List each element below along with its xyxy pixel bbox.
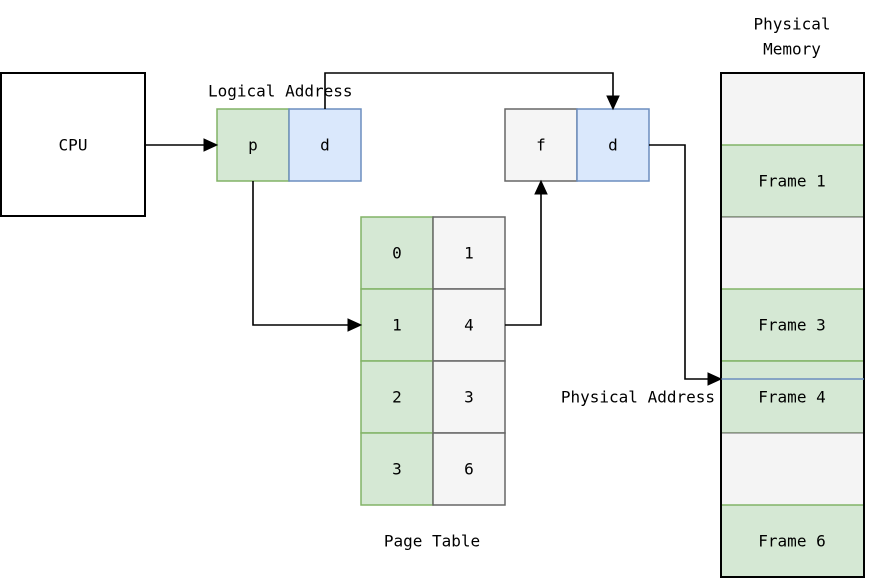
page-number-cell — [360, 360, 434, 434]
memory-slot-label: Frame 3 — [758, 316, 825, 335]
frame-number-cell — [432, 432, 506, 506]
memory-slot: Frame 6 — [720, 504, 865, 578]
logical-address-title: Logical Address — [208, 82, 353, 101]
page-table-row: 3 6 — [360, 432, 506, 506]
memory-slot-label: Frame 6 — [758, 532, 825, 551]
memory-slot — [720, 216, 865, 290]
arrow-cpu-to-logical — [145, 138, 219, 152]
frame-number-label: 3 — [464, 388, 474, 407]
page-table: 0 1 1 4 2 3 3 6 — [360, 216, 506, 506]
physical-memory-title-line1: Physical — [753, 15, 830, 34]
logical-d-label: d — [320, 136, 330, 155]
frame-number-cell — [432, 360, 506, 434]
memory-slot — [720, 432, 865, 506]
page-number-cell — [360, 432, 434, 506]
cpu-label: CPU — [59, 136, 88, 155]
page-table-row: 1 4 — [360, 288, 506, 362]
page-table-row: 0 1 — [360, 216, 506, 290]
logical-p-cell — [216, 108, 290, 182]
page-table-title: Page Table — [384, 532, 480, 551]
page-table-row: 2 3 — [360, 360, 506, 434]
memory-slot-rect — [720, 144, 865, 218]
memory-slot-label: Frame 1 — [758, 172, 825, 191]
arrow-page-lookup — [252, 181, 363, 332]
cpu-rect — [0, 72, 146, 217]
physical-memory-title-line2: Memory — [763, 40, 821, 59]
page-number-label: 2 — [392, 388, 402, 407]
page-number-cell — [360, 216, 434, 290]
arrow-frame-to-physical — [505, 179, 548, 326]
memory-slot-label: Frame 4 — [758, 388, 825, 407]
logical-p-label: p — [248, 136, 258, 155]
memory-slot: Frame 1 — [720, 144, 865, 218]
arrow-offset-copy — [324, 72, 620, 111]
memory-slot — [720, 72, 865, 146]
arrow-physical-to-memory — [649, 144, 723, 386]
memory-slot-rect — [720, 432, 865, 506]
memory-slot: Frame 3 — [720, 288, 865, 362]
physical-d-label: d — [608, 136, 618, 155]
page-number-label: 0 — [392, 244, 402, 263]
memory-slot-rect — [720, 72, 865, 146]
physical-f-label: f — [536, 136, 546, 155]
frame-number-label: 1 — [464, 244, 474, 263]
page-number-label: 1 — [392, 316, 402, 335]
page-number-label: 3 — [392, 460, 402, 479]
physical-address-box: f d — [504, 108, 650, 182]
frame-number-label: 6 — [464, 460, 474, 479]
cpu-box: CPU — [0, 72, 146, 217]
logical-address-box: p d — [216, 108, 362, 182]
physical-memory-outline — [720, 72, 865, 578]
memory-slot: Frame 4 — [720, 360, 865, 434]
frame-number-label: 4 — [464, 316, 474, 335]
memory-slot-rect — [720, 216, 865, 290]
physical-address-title: Physical Address — [561, 388, 715, 407]
physical-d-cell — [576, 108, 650, 182]
physical-memory: Frame 1 Frame 3 Frame 4 Frame 6 — [720, 72, 865, 578]
